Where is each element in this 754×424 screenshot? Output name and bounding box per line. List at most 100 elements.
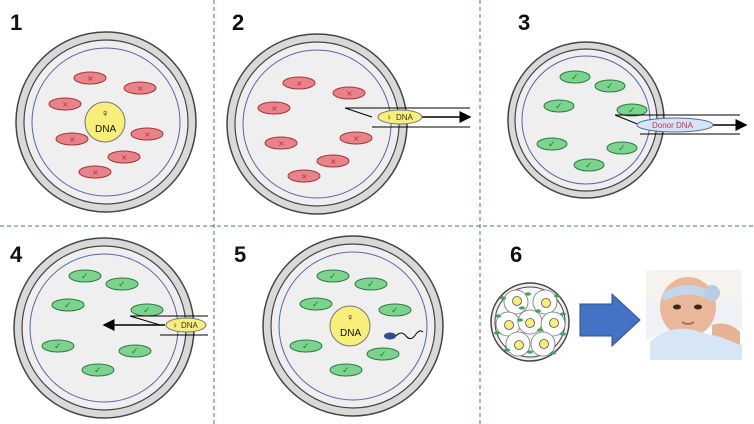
mitochondrion: ✓: [105, 277, 139, 291]
embryo: [490, 282, 570, 362]
mitochondrion: ✓: [299, 297, 333, 311]
mitochondrion: ✓: [118, 344, 152, 358]
check-mark-icon: ✓: [54, 342, 62, 352]
mitochondrion: ×: [339, 131, 373, 145]
check-mark-icon: ✓: [118, 280, 126, 290]
cross-mark-icon: ×: [301, 172, 308, 181]
panel-4: 4 ✓ ✓ ✓ ✓ ✓ ✓ ✓ ♀ DNA: [10, 237, 208, 419]
check-mark-icon: ✓: [81, 272, 89, 282]
healthy-mitochondria: ✓ ✓ ✓ ✓ ✓ ✓ ✓: [289, 269, 412, 377]
mitochondrion: ×: [287, 169, 321, 183]
mitochondrion: ✓: [606, 141, 638, 155]
egg-membrane: [31, 47, 181, 197]
nucleus-label: DNA: [340, 328, 361, 339]
check-mark-icon: ✓: [379, 350, 387, 360]
baby-photo: [646, 270, 742, 360]
female-symbol-icon: ♀: [101, 108, 109, 120]
check-mark-icon: ✓: [571, 73, 579, 83]
step-number: 2: [232, 10, 244, 35]
cross-mark-icon: ×: [92, 168, 99, 177]
mitochondrion: ×: [332, 86, 366, 100]
mitochondrion: ×: [78, 165, 112, 179]
extracted-nucleus: ♀ DNA: [377, 109, 423, 125]
mitochondrion: ×: [123, 81, 157, 95]
female-symbol-icon: ♀: [172, 321, 178, 330]
pipette-label: DNA: [396, 113, 414, 122]
step-number: 5: [234, 242, 246, 267]
mitochondrion: ✓: [81, 363, 115, 377]
panel-5: 5 ✓ ✓ ✓ ✓ ✓ ✓ ✓ ♀ DNA: [234, 235, 444, 417]
cross-mark-icon: ×: [296, 79, 303, 88]
pipette-label: Donor DNA: [652, 121, 694, 130]
mitochondrion: ×: [55, 132, 89, 146]
mitochondrion: ×: [107, 150, 141, 164]
cross-mark-icon: ×: [69, 135, 76, 144]
egg-membrane: [278, 251, 428, 401]
mitochondrion: ×: [282, 76, 316, 90]
check-mark-icon: ✓: [555, 102, 563, 112]
mitochondrion: ✓: [366, 347, 400, 361]
mitochondrion: ×: [316, 154, 350, 168]
check-mark-icon: ✓: [367, 280, 375, 290]
step-number: 1: [10, 10, 22, 35]
mitochondrion: ✓: [130, 303, 164, 317]
female-symbol-icon: ♀: [386, 113, 392, 122]
sperm-icon: [384, 330, 424, 340]
mitochondrion: ✓: [68, 269, 102, 283]
mitochondrion: ✓: [316, 269, 350, 283]
embryo-nuclei: [504, 296, 559, 350]
mitochondrion: ✓: [289, 339, 323, 353]
panel-6: 6: [490, 242, 742, 362]
step-number: 3: [518, 10, 530, 35]
nucleus-label: DNA: [95, 124, 116, 135]
pipette-label: DNA: [181, 321, 199, 330]
mitochondrion: ×: [48, 97, 82, 111]
defective-mitochondria: × × × × × × ×: [48, 71, 164, 179]
injected-nucleus: ♀ DNA: [165, 317, 207, 333]
cross-mark-icon: ×: [346, 89, 353, 98]
check-mark-icon: ✓: [342, 366, 350, 376]
egg-cytoplasm: [21, 245, 187, 411]
cross-mark-icon: ×: [87, 74, 94, 83]
panel-1: 1 × × × × × × × ♀ DNA: [10, 10, 197, 213]
healthy-mitochondria: ✓ ✓ ✓ ✓ ✓ ✓ ✓: [536, 70, 648, 172]
mitochondrion: ✓: [543, 99, 575, 113]
mitochondrion: ×: [257, 101, 291, 115]
cross-mark-icon: ×: [62, 100, 69, 109]
cross-mark-icon: ×: [137, 84, 144, 93]
check-mark-icon: ✓: [64, 301, 72, 311]
cross-mark-icon: ×: [353, 134, 360, 143]
check-mark-icon: ✓: [585, 161, 593, 171]
nucleus: ♀ DNA: [84, 101, 126, 143]
mitochondrion: ✓: [616, 103, 648, 117]
egg-cytoplasm: [234, 41, 400, 207]
mitochondrion: ✓: [354, 277, 388, 291]
cross-mark-icon: ×: [271, 104, 278, 113]
micropipette: ♀ DNA: [102, 315, 208, 336]
check-mark-icon: ✓: [312, 300, 320, 310]
check-mark-icon: ✓: [391, 306, 399, 316]
mitochondrion: ✓: [573, 158, 605, 172]
micropipette: Donor DNA: [614, 114, 748, 135]
step-number: 4: [10, 242, 23, 267]
cross-mark-icon: ×: [330, 157, 337, 166]
mitochondrion: ✓: [41, 339, 75, 353]
embryo-mitochondria: [494, 292, 566, 355]
mitochondrion: ✓: [378, 303, 412, 317]
check-mark-icon: ✓: [329, 272, 337, 282]
female-symbol-icon: ♀: [346, 312, 354, 324]
cross-mark-icon: ×: [278, 139, 285, 148]
check-mark-icon: ✓: [628, 106, 636, 116]
mitochondrion: ✓: [536, 137, 568, 151]
check-mark-icon: ✓: [618, 144, 626, 154]
mitochondrion: ✓: [559, 70, 591, 84]
check-mark-icon: ✓: [548, 140, 556, 150]
donor-nucleus: Donor DNA: [636, 117, 714, 133]
step-number: 6: [510, 242, 522, 267]
check-mark-icon: ✓: [302, 342, 310, 352]
cross-mark-icon: ×: [144, 130, 151, 139]
egg-membrane: [242, 49, 392, 199]
mitochondrion: ×: [73, 71, 107, 85]
